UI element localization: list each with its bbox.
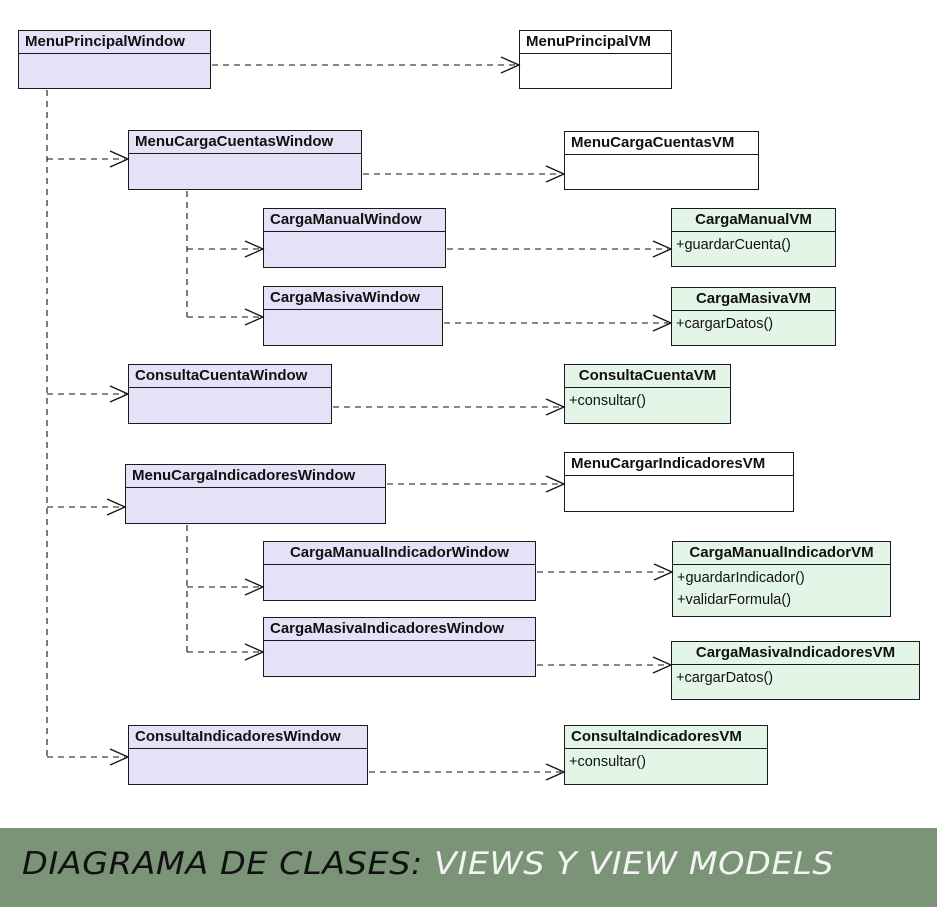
method-cargar-datos: +cargarDatos(): [676, 316, 774, 332]
class-carga-masiva-indicadores-window: CargaMasivaIndicadoresWindow: [263, 617, 536, 677]
diagram-title: DIAGRAMA DE CLASES: VIEWS Y VIEW MODELS: [22, 846, 834, 882]
class-body: [565, 155, 758, 189]
class-carga-masiva-vm: CargaMasivaVM +cargarDatos(): [671, 287, 836, 346]
method-consultar: +consultar(): [569, 393, 646, 409]
class-name: CargaManualWindow: [264, 209, 445, 232]
class-body: [19, 54, 210, 88]
title-part-dark: DIAGRAMA DE CLASES:: [22, 846, 423, 882]
class-body: +cargarDatos(): [672, 665, 919, 699]
arrowhead: [652, 656, 673, 674]
uml-class-diagram: MenuPrincipalWindow MenuCargaCuentasWind…: [18, 30, 920, 785]
arrowhead: [244, 308, 265, 326]
class-body: +consultar(): [565, 388, 730, 423]
class-body: [129, 749, 367, 784]
class-body: [565, 476, 793, 511]
arrowhead: [106, 498, 127, 516]
arrowhead: [244, 643, 265, 661]
class-carga-manual-indicador-vm: CargaManualIndicadorVM +guardarIndicador…: [672, 541, 891, 617]
arrowhead: [109, 748, 130, 766]
class-name: MenuCargaCuentasVM: [565, 132, 758, 155]
method-guardar-indicador: +guardarIndicador(): [677, 570, 805, 586]
class-carga-manual-window: CargaManualWindow: [263, 208, 446, 268]
class-body: +cargarDatos(): [672, 311, 835, 345]
class-name: ConsultaCuentaWindow: [129, 365, 331, 388]
class-body: [129, 154, 361, 189]
class-consulta-indicadores-window: ConsultaIndicadoresWindow: [128, 725, 368, 785]
class-name: MenuPrincipalWindow: [19, 31, 210, 54]
class-consulta-cuenta-window: ConsultaCuentaWindow: [128, 364, 332, 424]
method-consultar: +consultar(): [569, 754, 646, 770]
class-body: [264, 641, 535, 676]
arrowhead: [109, 385, 130, 403]
class-body: [126, 488, 385, 523]
method-cargar-datos: +cargarDatos(): [676, 670, 774, 686]
class-body: [264, 232, 445, 267]
class-consulta-indicadores-vm: ConsultaIndicadoresVM +consultar(): [564, 725, 768, 785]
class-name: CargaManualVM: [672, 209, 835, 232]
class-carga-manual-vm: CargaManualVM +guardarCuenta(): [671, 208, 836, 267]
class-menu-carga-cuentas-vm: MenuCargaCuentasVM: [564, 131, 759, 190]
class-name: CargaMasivaVM: [672, 288, 835, 311]
arrowhead: [652, 314, 673, 332]
arrowhead: [652, 240, 673, 258]
class-name: ConsultaIndicadoresVM: [565, 726, 767, 749]
class-menu-cargar-indicadores-vm: MenuCargarIndicadoresVM: [564, 452, 794, 512]
class-body: [264, 310, 442, 345]
arrowhead: [545, 763, 566, 781]
class-name: MenuCargarIndicadoresVM: [565, 453, 793, 476]
arrowhead: [109, 150, 130, 168]
class-name: CargaMasivaWindow: [264, 287, 442, 310]
class-body: [520, 54, 671, 88]
class-name: ConsultaCuentaVM: [565, 365, 730, 388]
class-name: MenuPrincipalVM: [520, 31, 671, 54]
class-body: +consultar(): [565, 749, 767, 784]
class-menu-principal-window: MenuPrincipalWindow: [18, 30, 211, 89]
arrowhead: [545, 398, 566, 416]
class-carga-masiva-window: CargaMasivaWindow: [263, 286, 443, 346]
class-body: [129, 388, 331, 423]
class-name: MenuCargaCuentasWindow: [129, 131, 361, 154]
title-part-light: VIEWS Y VIEW MODELS: [422, 846, 835, 882]
arrowhead: [545, 165, 566, 183]
class-name: ConsultaIndicadoresWindow: [129, 726, 367, 749]
class-name: MenuCargaIndicadoresWindow: [126, 465, 385, 488]
class-name: CargaManualIndicadorVM: [673, 542, 890, 565]
class-name: CargaMasivaIndicadoresWindow: [264, 618, 535, 641]
class-body: +guardarIndicador() +validarFormula(): [673, 565, 890, 616]
title-banner: DIAGRAMA DE CLASES: VIEWS Y VIEW MODELS: [0, 828, 937, 907]
arrowhead: [244, 240, 265, 258]
class-body: +guardarCuenta(): [672, 232, 835, 266]
class-carga-manual-indicador-window: CargaManualIndicadorWindow: [263, 541, 536, 601]
class-carga-masiva-indicadores-vm: CargaMasivaIndicadoresVM +cargarDatos(): [671, 641, 920, 700]
method-validar-formula: +validarFormula(): [677, 592, 792, 608]
class-name: CargaMasivaIndicadoresVM: [672, 642, 919, 665]
class-menu-carga-indicadores-window: MenuCargaIndicadoresWindow: [125, 464, 386, 524]
arrowhead: [653, 563, 674, 581]
arrowhead: [545, 475, 566, 493]
method-guardar-cuenta: +guardarCuenta(): [676, 237, 791, 253]
class-name: CargaManualIndicadorWindow: [264, 542, 535, 565]
arrowhead: [500, 56, 521, 74]
class-body: [264, 565, 535, 600]
arrowhead: [244, 578, 265, 596]
class-menu-carga-cuentas-window: MenuCargaCuentasWindow: [128, 130, 362, 190]
class-menu-principal-vm: MenuPrincipalVM: [519, 30, 672, 89]
class-consulta-cuenta-vm: ConsultaCuentaVM +consultar(): [564, 364, 731, 424]
